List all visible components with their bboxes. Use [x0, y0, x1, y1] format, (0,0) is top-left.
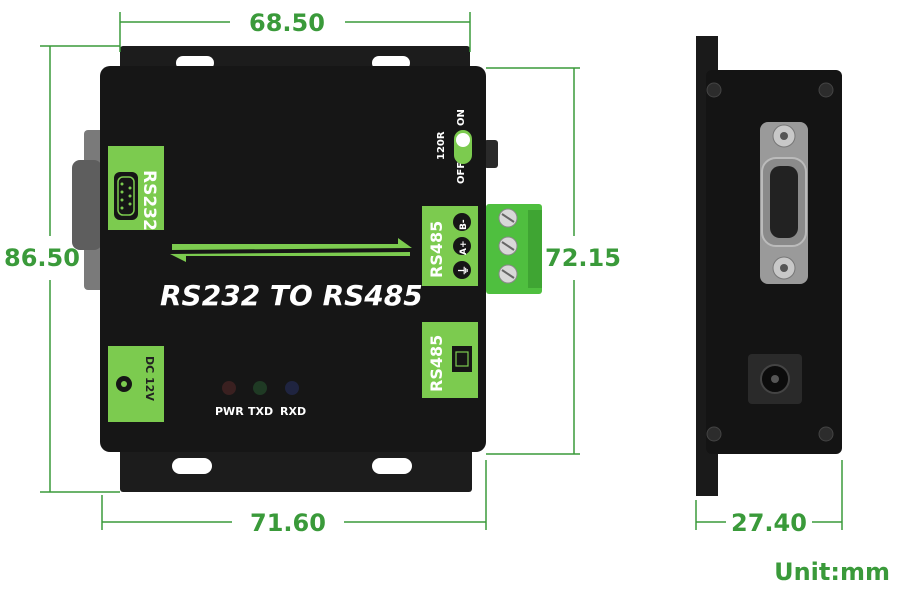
dimension-top-width: 68.50 — [249, 9, 325, 37]
rs485-rj-label: RS485 — [427, 335, 446, 392]
led-label: PWR — [215, 405, 244, 418]
side-screw — [818, 82, 834, 98]
unit-label: Unit:mm — [774, 558, 890, 586]
led-rxd — [285, 381, 299, 395]
termination-switch-knob — [456, 133, 470, 147]
bottom-left-slot — [172, 458, 212, 474]
device-title: RS232 TO RS485 — [160, 279, 423, 312]
dimension-side-width: 27.40 — [731, 509, 807, 537]
rs485-terminal-block — [486, 204, 542, 294]
bottom-right-slot — [372, 458, 412, 474]
rs232-label: RS232 — [139, 170, 159, 231]
arrow-left — [170, 252, 410, 262]
side-screw — [706, 82, 722, 98]
terminal-pin-label: ⏚ — [457, 265, 470, 276]
dimension-bottom-width: 71.60 — [250, 509, 326, 537]
db9-port-icon — [114, 172, 138, 220]
terminal-pin-label: B- — [459, 219, 469, 230]
rj45-port-icon — [452, 346, 472, 372]
led-label: RXD — [280, 405, 306, 418]
led-pwr — [222, 381, 236, 395]
switch-label-120r: 120R — [436, 131, 447, 160]
rs485-terminal-label: RS485 — [427, 221, 446, 278]
dc-label: DC 12V — [143, 356, 156, 401]
db9-side-shell — [72, 160, 102, 250]
db9-port-inner — [117, 176, 135, 216]
arrow-right — [172, 238, 412, 250]
device-front-view: RS232 RS232 TO RS485 120R ON OFF RS485 B… — [72, 46, 542, 492]
dimension-left-height: 86.50 — [4, 244, 80, 272]
dimension-lines — [40, 12, 843, 530]
bottom-mounting-flange — [120, 440, 472, 492]
terminal-pin-label: A+ — [459, 240, 469, 255]
switch-label-off: OFF — [456, 162, 467, 184]
led-label: TXD — [248, 405, 273, 418]
device-body — [100, 66, 486, 452]
side-screw — [818, 426, 834, 442]
side-screw — [706, 426, 722, 442]
status-leds: PWR TXD RXD — [215, 381, 306, 418]
device-side-view — [696, 36, 842, 496]
dimension-right-height: 72.15 — [545, 244, 621, 272]
switch-side-knob — [484, 140, 498, 168]
switch-label-on: ON — [456, 109, 467, 126]
led-txd — [253, 381, 267, 395]
